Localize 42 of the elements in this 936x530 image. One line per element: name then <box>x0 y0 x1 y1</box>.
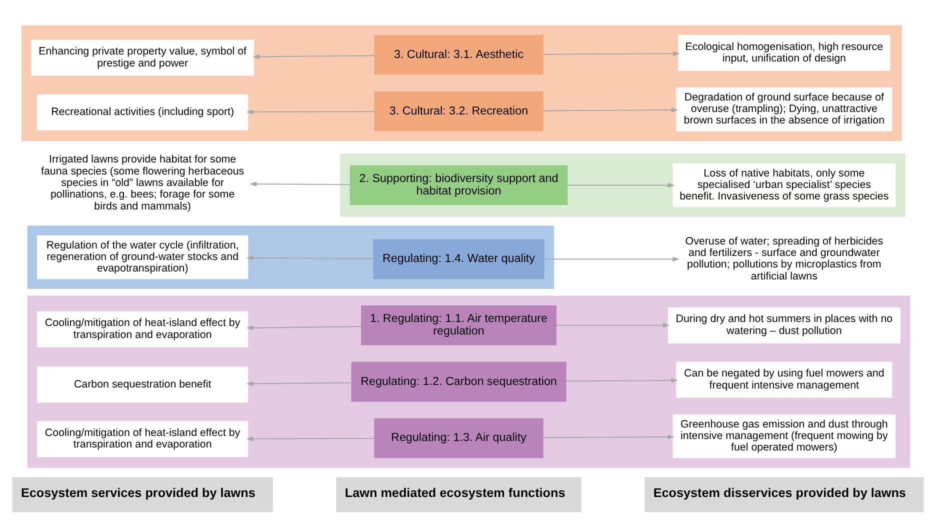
arrow <box>246 436 375 442</box>
node-box: Regulating: 1.3. Air quality <box>374 418 544 458</box>
arrow <box>566 378 678 383</box>
cluster <box>340 154 906 217</box>
node-box: 3. Cultural: 3.1. Aesthetic <box>374 34 544 75</box>
label: Ecosystem disservices provided by lawns <box>653 486 906 500</box>
node-box: Ecological homogenisation, high resource input, unification of design <box>678 34 890 71</box>
node-box: During dry and hot summers in places with no watering – dust pollution <box>668 307 900 344</box>
label: Ecosystem services provided by lawns <box>20 486 256 500</box>
arrow <box>246 381 352 386</box>
label: Lawn mediated ecosystem functions <box>344 486 566 500</box>
cluster <box>27 296 910 468</box>
node-box: Greenhouse gas emission and dust through intensive management (frequent mowing by fuel operated mowers) <box>672 414 896 458</box>
arrow <box>542 434 675 440</box>
node-box: 3. Cultural: 3.2. Recreation <box>374 91 544 132</box>
node-box: Regulation of the water cycle (infiltration, regeneration of ground-water stocks and evapotranspiration) <box>37 235 248 280</box>
node-box: Carbon sequestration benefit <box>37 366 248 403</box>
arrow <box>544 256 680 262</box>
arrow <box>542 108 678 112</box>
node-box: Regulating: 1.2. Carbon sequestration <box>351 362 566 402</box>
node-box: Enhancing private property value, symbol of prestige and power <box>31 40 254 76</box>
node-text: Overuse of water; spreading of herbicides and fertilizers - surface and groundwater pollution; pollutions by microplastics from artificial lawns <box>685 235 884 282</box>
cluster <box>27 226 554 289</box>
node-box: Can be negated by using fuel mowers and frequent intensive management <box>676 362 892 398</box>
arrow <box>246 110 375 114</box>
node-box: Degradation of ground surface because of overuse (trampling); Dying, unattractive brown surfaces in the absence of irrigation <box>676 87 892 132</box>
cluster <box>21 25 902 141</box>
node-box: Regulating: 1.4. Water quality <box>373 239 544 280</box>
node-box: Recreational activities (including sport) <box>37 94 248 130</box>
node-box: Cooling/mitigation of heat-island effect by transpiration and evaporation <box>37 311 248 348</box>
arrow <box>252 54 375 60</box>
arrow <box>556 322 670 328</box>
node-box: 2. Supporting: biodiversity support and habitat provision <box>350 165 568 206</box>
arrow <box>246 256 374 260</box>
node-box: Cooling/mitigation of heat-island effect by transpiration and evaporation <box>37 421 248 458</box>
arrow <box>542 51 680 56</box>
node-text: Irrigated lawns provide habitat for some fauna species (some flowering herbaceous species in “old” lawns available for pollinations, e.g. bees; forage for some birds and mammals) <box>40 154 244 212</box>
arrow <box>246 325 362 330</box>
node-box: Loss of native habitats, only some specialised ‘urban specialist’ species benefit. Invasiveness of some grass species <box>672 163 896 208</box>
arrow <box>566 182 675 188</box>
node-box: 1. Regulating: 1.1. Air temperature regulation <box>360 305 557 346</box>
arrow <box>250 182 351 186</box>
